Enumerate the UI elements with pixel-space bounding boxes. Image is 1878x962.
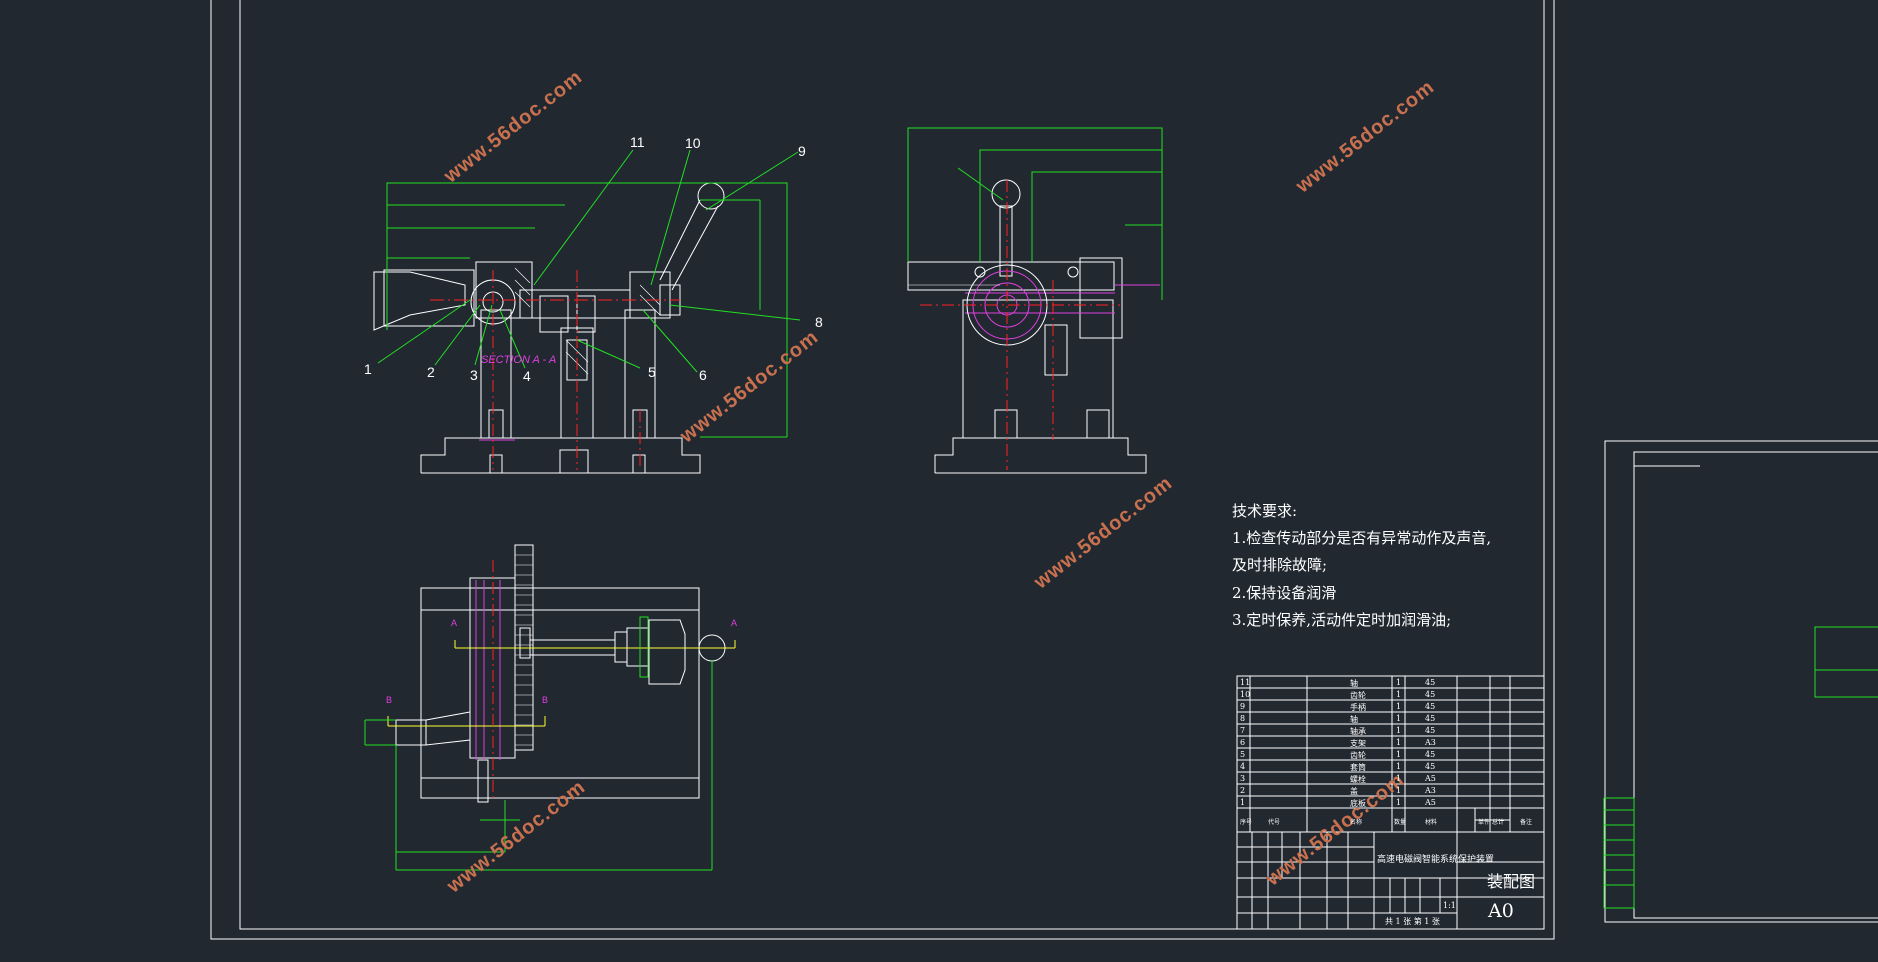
top-view xyxy=(364,544,736,871)
parts-row-no: 4 xyxy=(1240,762,1246,771)
project-title: 高速电磁阀智能系统保护装置 xyxy=(1377,855,1495,865)
callout-3: 3 xyxy=(470,367,478,383)
parts-row-no: 8 xyxy=(1240,714,1246,723)
parts-header-cell: 代号 xyxy=(1268,819,1281,826)
section-mark-b-right: B xyxy=(542,695,549,705)
callout-1: 1 xyxy=(364,361,372,377)
tech-req-item-1b: 及时排除故障; xyxy=(1232,556,1328,574)
parts-row-qty: 1 xyxy=(1396,786,1402,795)
tech-req-item-2: 2.保持设备润滑 xyxy=(1232,584,1337,602)
tech-req-title: 技术要求: xyxy=(1232,502,1298,520)
parts-row-no: 3 xyxy=(1240,774,1246,783)
parts-row-no: 1 xyxy=(1240,798,1246,807)
section-mark-a-left: A xyxy=(451,618,458,628)
parts-row-material: 45 xyxy=(1425,762,1436,771)
callout-5: 5 xyxy=(648,364,656,380)
parts-row-qty: 1 xyxy=(1396,714,1402,723)
parts-row-material: 45 xyxy=(1425,726,1436,735)
sheet-info: 共 1 张 第 1 张 xyxy=(1385,917,1440,926)
parts-row-material: 45 xyxy=(1425,702,1436,711)
parts-header-cell: 备注 xyxy=(1520,819,1533,826)
parts-row-name: 底板 xyxy=(1350,799,1366,808)
parts-row-name: 轴 xyxy=(1350,679,1358,688)
parts-header-cell: 数量 xyxy=(1394,819,1407,826)
parts-row-name: 齿轮 xyxy=(1350,751,1366,760)
parts-row-qty: 1 xyxy=(1396,690,1402,699)
parts-row-no: 5 xyxy=(1240,750,1246,759)
parts-row-material: A5 xyxy=(1425,798,1436,807)
front-section-view xyxy=(373,149,801,474)
parts-header-cell: 材料 xyxy=(1425,819,1438,826)
parts-row-material: 45 xyxy=(1425,714,1436,723)
parts-row-name: 轴承 xyxy=(1350,727,1366,736)
parts-row-material: A3 xyxy=(1425,786,1436,795)
callout-8: 8 xyxy=(815,314,823,330)
parts-row-qty: 1 xyxy=(1396,798,1402,807)
sheet-size: A0 xyxy=(1488,900,1514,922)
parts-row-qty: 1 xyxy=(1396,678,1402,687)
parts-row-material: A3 xyxy=(1425,738,1436,747)
parts-row-no: 9 xyxy=(1240,702,1246,711)
section-mark-b-left: B xyxy=(386,695,393,705)
parts-row-qty: 1 xyxy=(1396,774,1402,783)
parts-row-qty: 1 xyxy=(1396,738,1402,747)
scale: 1:1 xyxy=(1443,901,1456,910)
side-view xyxy=(907,127,1163,474)
parts-row-name: 螺栓 xyxy=(1350,775,1366,784)
parts-row-no: 10 xyxy=(1240,690,1251,699)
callout-10: 10 xyxy=(685,135,701,151)
parts-header-cell: 序号 xyxy=(1240,819,1253,826)
parts-header-cell: 名称 xyxy=(1350,819,1363,826)
tech-req-item-1: 1.检查传动部分是否有异常动作及声音, xyxy=(1232,529,1492,547)
parts-row-no: 6 xyxy=(1240,738,1246,747)
parts-row-name: 齿轮 xyxy=(1350,691,1366,700)
adjacent-sheet xyxy=(1603,440,1878,923)
parts-row-material: A5 xyxy=(1425,774,1436,783)
parts-row-qty: 1 xyxy=(1396,750,1402,759)
parts-row-material: 45 xyxy=(1425,750,1436,759)
callout-11: 11 xyxy=(630,134,645,150)
section-mark-a-right: A xyxy=(731,618,738,628)
parts-row-qty: 1 xyxy=(1396,762,1402,771)
parts-row-qty: 1 xyxy=(1396,726,1402,735)
parts-row-name: 套筒 xyxy=(1350,763,1366,772)
callout-2: 2 xyxy=(427,364,435,380)
parts-row-qty: 1 xyxy=(1396,702,1402,711)
parts-row-no: 2 xyxy=(1240,786,1246,795)
parts-row-material: 45 xyxy=(1425,690,1436,699)
parts-row-name: 盖 xyxy=(1350,787,1358,796)
parts-table-grid xyxy=(1236,675,1545,930)
parts-header-cell: 总计 xyxy=(1492,819,1505,826)
callout-4: 4 xyxy=(523,368,531,384)
parts-row-material: 45 xyxy=(1425,678,1436,687)
parts-row-name: 手柄 xyxy=(1350,703,1366,712)
parts-row-no: 11 xyxy=(1240,678,1251,687)
parts-header-cell: 单件 xyxy=(1478,819,1491,826)
parts-row-name: 支架 xyxy=(1350,739,1366,748)
parts-row-name: 轴 xyxy=(1350,715,1358,724)
tech-req-item-3: 3.定时保养,活动件定时加润滑油; xyxy=(1232,611,1452,629)
parts-row-no: 7 xyxy=(1240,726,1246,735)
section-label: SECTION A - A xyxy=(481,354,557,366)
gear-teeth xyxy=(515,554,533,746)
sheet-border xyxy=(210,0,1555,940)
callout-6: 6 xyxy=(699,367,707,383)
drawing-name: 装配图 xyxy=(1487,872,1536,891)
callout-9: 9 xyxy=(798,143,806,159)
